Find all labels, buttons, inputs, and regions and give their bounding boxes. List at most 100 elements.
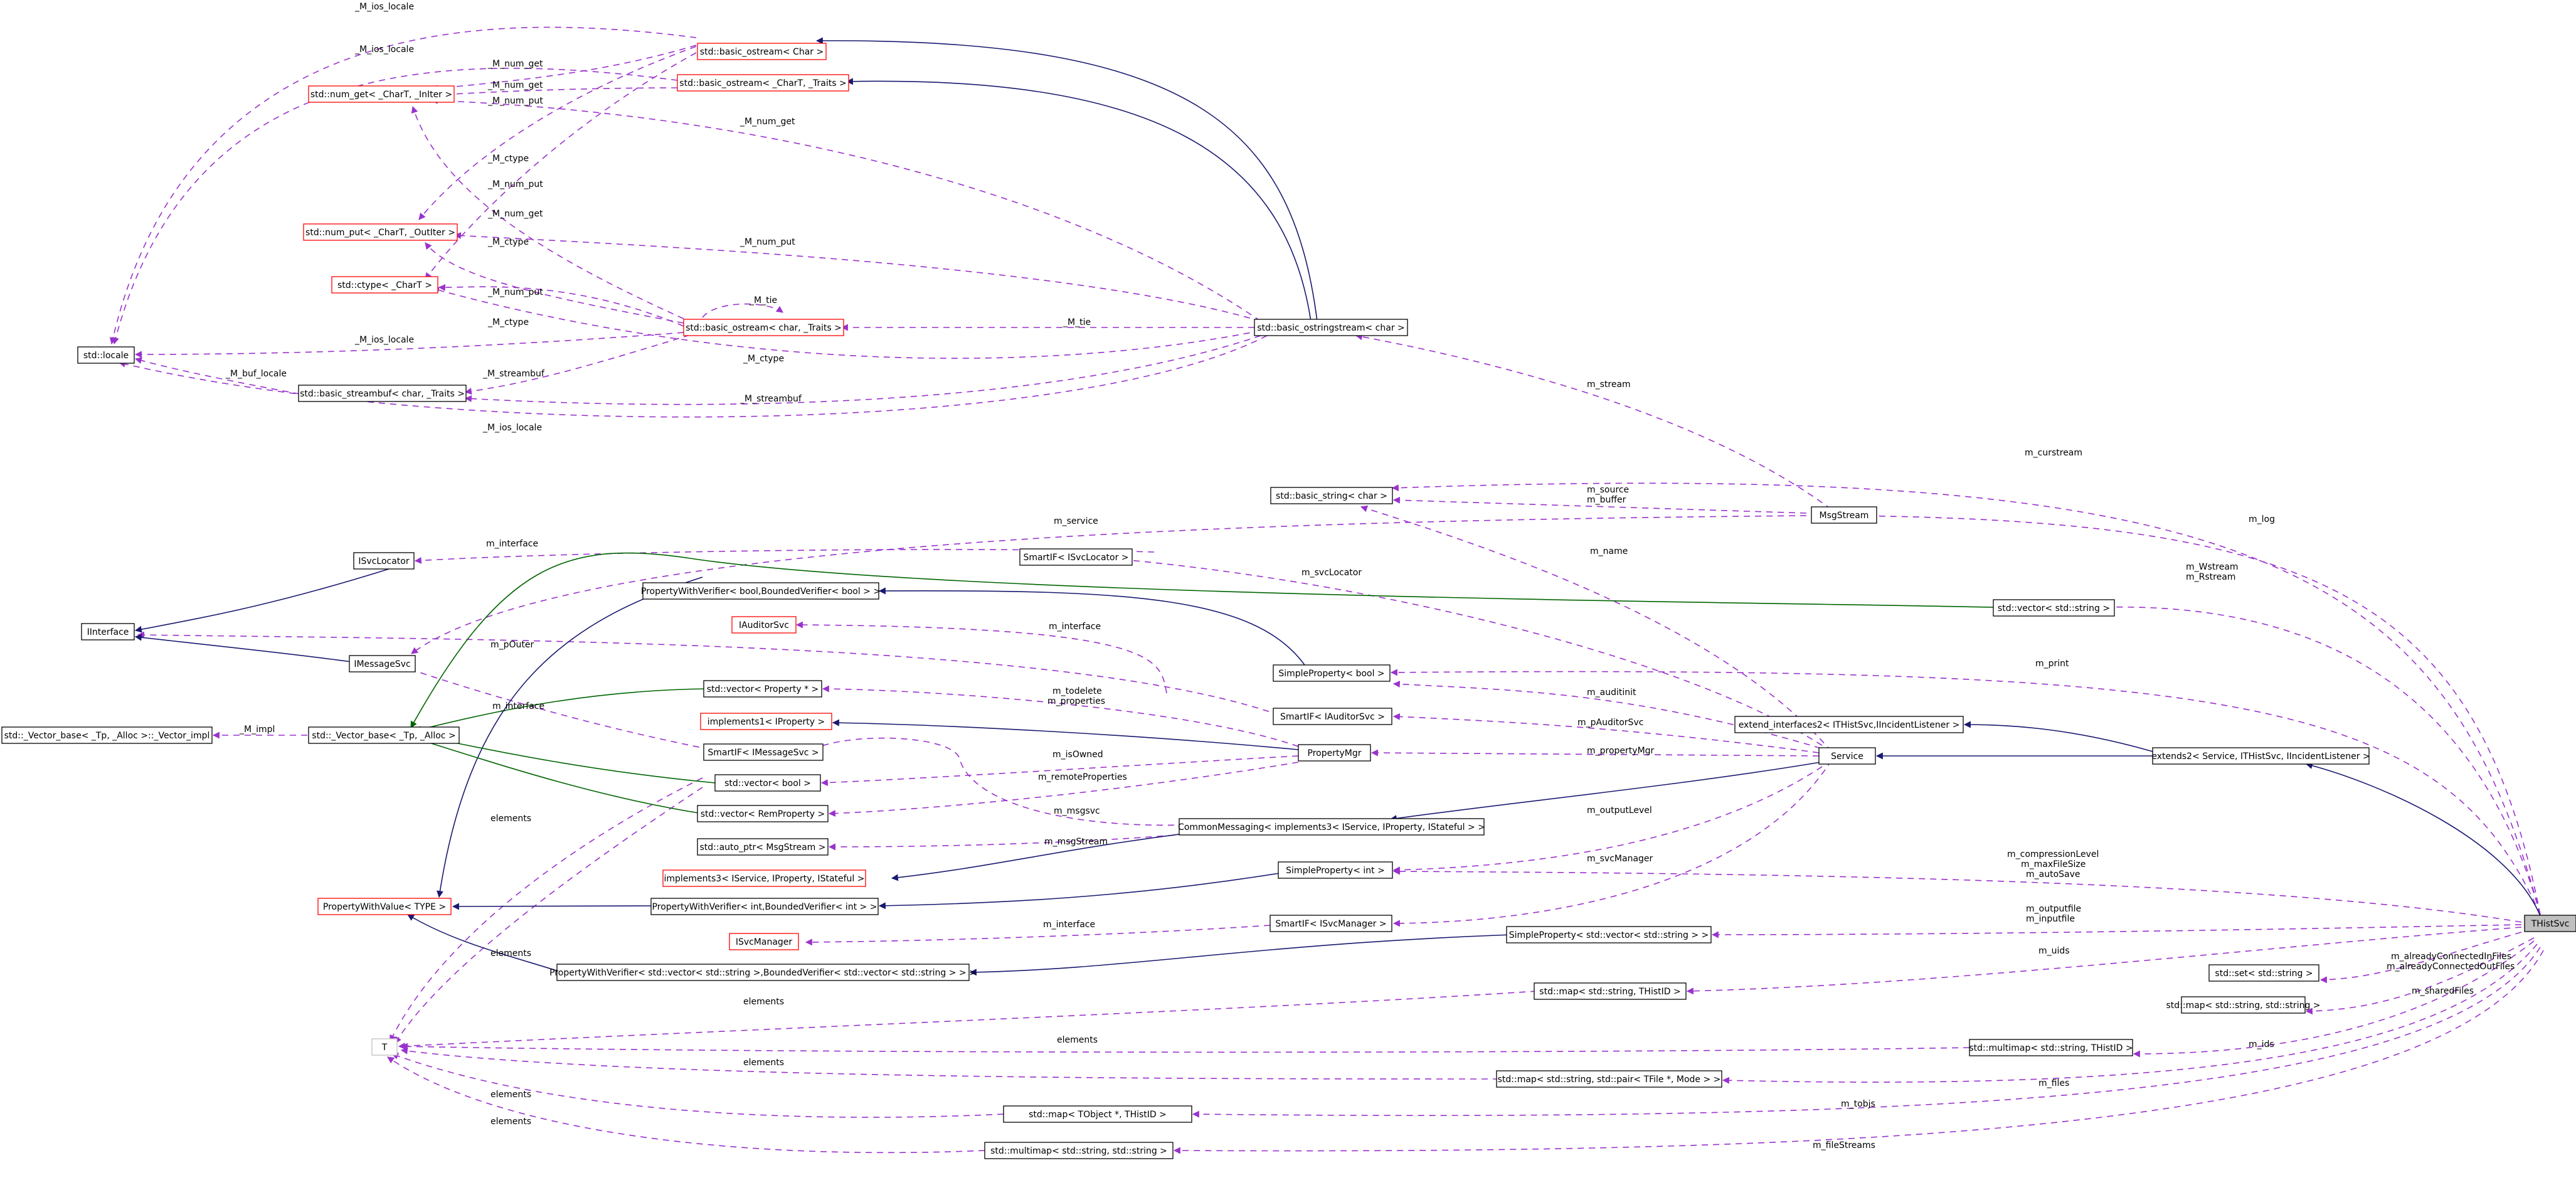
svg-text:std::num_put< _CharT, _OutIter: std::num_put< _CharT, _OutIter > [305,228,455,238]
svg-text:PropertyWithVerifier< bool,Bou: PropertyWithVerifier< bool,BoundedVerifi… [641,587,881,597]
node-basic-string[interactable]: std::basic_string< char > [1270,487,1393,504]
node-basic-ostringstream[interactable]: std::basic_ostringstream< char > [1254,319,1408,336]
node-multimap-string-thistid[interactable]: std::multimap< std::string, THistID > [1969,1039,2133,1056]
edge-ios-locale [109,26,697,345]
node-vector-bool[interactable]: std::vector< bool > [714,774,821,792]
node-num-put[interactable]: std::num_put< _CharT, _OutIter > [303,223,458,241]
svg-text:Service: Service [1831,752,1863,762]
node-smartif-isvcmanager[interactable]: SmartIF< ISvcManager > [1269,915,1392,932]
node-basic-ostream-chart-traits[interactable]: std::basic_ostream< _CharT, _Traits > [677,74,849,92]
node-pwv-vector-string[interactable]: PropertyWithVerifier< std::vector< std::… [549,964,977,981]
edge-m-name [1360,505,1832,752]
node-vector-property[interactable]: std::vector< Property * > [703,680,822,698]
svg-text:std::_Vector_base< _Tp, _Alloc: std::_Vector_base< _Tp, _Alloc >::_Vecto… [4,731,210,741]
edge-label: m_fileStreams [1813,1140,1875,1150]
node-commonmessaging[interactable]: CommonMessaging< implements3< IService, … [1178,818,1485,836]
edge-label: _M_tie [749,295,777,306]
node-extend-interfaces2[interactable]: extend_interfaces2< ITHistSvc,IIncidentL… [1734,716,1964,733]
edge-elements [390,777,703,1042]
svg-text:std::_Vector_base< _Tp, _Alloc: std::_Vector_base< _Tp, _Alloc > [312,731,455,741]
edge-m-compressionlevel [1392,868,2522,923]
node-smartif-isvclocator[interactable]: SmartIF< ISvcLocator > [1019,548,1133,566]
svg-text:T: T [381,1043,388,1053]
edge-label: m_maxFileSize [2021,859,2086,869]
node-basic-ostream-char[interactable]: std::basic_ostream< Char > [697,43,827,60]
edge-m-outputfile-inputfile [1711,924,2522,938]
node-set-string[interactable]: std::set< std::string > [2208,964,2319,982]
node-vector-remproperty[interactable]: std::vector< RemProperty > [697,805,829,822]
node-map-string-string[interactable]: std::map< std::string, std::string > [2166,996,2321,1014]
edge-ios-locale [118,335,1268,418]
edge-label: m_autoSave [2026,869,2080,879]
edge-ctype [425,52,697,280]
node-ctype[interactable]: std::ctype< _CharT > [331,276,438,294]
node-vector-base-impl[interactable]: std::_Vector_base< _Tp, _Alloc >::_Vecto… [1,726,213,744]
node-t[interactable]: T [371,1038,398,1056]
node-map-string-thistid[interactable]: std::map< std::string, THistID > [1534,982,1687,1000]
edge-label: _M_ctype [487,237,529,247]
node-isvcmanager[interactable]: ISvcManager [729,933,799,950]
edge-label: _M_num_put [487,96,543,106]
node-iinterface[interactable]: IInterface [81,623,135,640]
edge-label: m_auditinit [1587,688,1636,698]
node-isvclocator[interactable]: ISvcLocator [353,552,415,570]
edge-label: m_alreadyConnectedInFiles [2391,952,2511,962]
edge-label: m_pOuter [490,640,534,650]
edge-streambuf [464,335,1261,405]
edge-label: m_Wstream [2186,562,2239,572]
node-smartif-imessagesvc[interactable]: SmartIF< IMessageSvc > [703,743,824,761]
node-locale[interactable]: std::locale [77,346,135,364]
edge-m-wstream-rstream [2101,603,2541,915]
edge-label: m_pAuditorSvc [1577,718,1643,728]
edge-buf-locale [134,357,300,395]
edge-elements [400,1047,1500,1080]
svg-text:SmartIF< IMessageSvc >: SmartIF< IMessageSvc > [708,748,819,758]
node-implements1-iproperty[interactable]: implements1< IProperty > [700,713,832,730]
node-msgstream[interactable]: MsgStream [1811,506,1877,524]
edge-num-put [453,232,1261,322]
node-pwv-int[interactable]: PropertyWithVerifier< int,BoundedVerifie… [650,898,879,915]
node-map-tobject[interactable]: std::map< TObject *, THistID > [1003,1105,1192,1123]
node-thistsvc[interactable]: THistSvc [2524,915,2576,932]
svg-text:IMessageSvc: IMessageSvc [354,659,410,669]
node-num-get[interactable]: std::num_get< _CharT, _InIter > [308,85,455,103]
edge-num-put [425,242,684,324]
node-implements3[interactable]: implements3< IService, IProperty, IState… [662,869,866,887]
edge-ctype [432,287,1261,359]
edge-label: _M_tie [1063,317,1091,327]
node-auto-ptr-msgstream[interactable]: std::auto_ptr< MsgStream > [697,838,829,856]
node-basic-ostream-char-traits[interactable]: std::basic_ostream< char, _Traits > [683,319,844,336]
node-basic-streambuf[interactable]: std::basic_streambuf< char, _Traits > [298,385,467,402]
edge-m-svcmanager [1392,760,1832,927]
edge-m-filestreams [1173,950,2544,1154]
svg-text:PropertyMgr: PropertyMgr [1308,748,1362,758]
node-smartif-iauditorsvc[interactable]: SmartIF< IAuditorSvc > [1273,708,1392,725]
node-propertymgr[interactable]: PropertyMgr [1298,744,1371,762]
edge-m-interface [795,621,1167,694]
node-propertywithvalue-type[interactable]: PropertyWithValue< TYPE > [317,898,452,915]
edge-label: m_interface [486,539,538,549]
node-simpleproperty-vector-string[interactable]: SimpleProperty< std::vector< std::string… [1506,926,1712,943]
node-pwv-bool[interactable]: PropertyWithVerifier< bool,BoundedVerifi… [641,582,881,600]
edge-label: m_compressionLevel [2007,849,2099,859]
node-multimap-string-string[interactable]: std::multimap< std::string, std::string … [984,1142,1174,1159]
svg-text:PropertyWithVerifier< std::vec: PropertyWithVerifier< std::vector< std::… [549,968,977,978]
node-extends2[interactable]: extends2< Service, ITHistSvc, IIncidentL… [2151,747,2370,765]
node-vector-base[interactable]: std::_Vector_base< _Tp, _Alloc > [308,726,460,744]
edge-label: elements [1057,1035,1098,1045]
edge-m-outputlevel [1392,760,1832,874]
edge-m-alreadyconnected [2319,932,2522,984]
node-service[interactable]: Service [1818,747,1876,765]
svg-text:std::auto_ptr< MsgStream >: std::auto_ptr< MsgStream > [699,842,825,853]
node-map-string-pair[interactable]: std::map< std::string, std::pair< TFile … [1496,1070,1722,1088]
edge-label: m_svcLocator [1301,568,1362,578]
edge-elements [398,991,1537,1050]
edge-num-put [418,46,697,220]
node-vector-string[interactable]: std::vector< std::string > [1993,599,2115,617]
node-simpleproperty-int[interactable]: SimpleProperty< int > [1278,861,1393,879]
svg-text:SmartIF< ISvcLocator >: SmartIF< ISvcLocator > [1023,553,1128,563]
node-iauditorsvc[interactable]: IAuditorSvc [731,616,797,634]
node-imessagesvc[interactable]: IMessageSvc [349,655,416,672]
node-simpleproperty-bool[interactable]: SimpleProperty< bool > [1273,664,1391,682]
